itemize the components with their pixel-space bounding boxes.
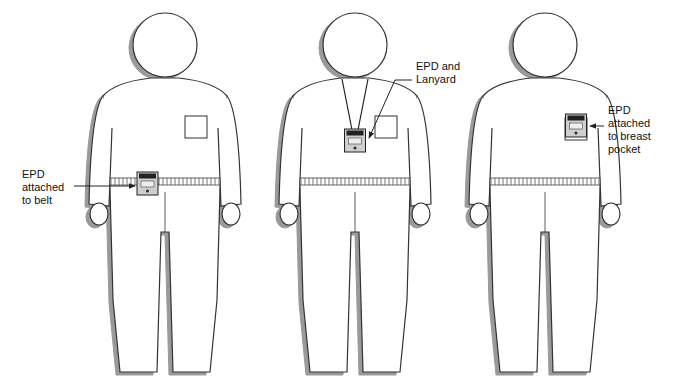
callout-label: EPD and Lanyard (416, 60, 470, 86)
callout-label: EPD attached to breast pocket (608, 104, 662, 156)
callout-label: EPD attached to belt (22, 168, 76, 207)
